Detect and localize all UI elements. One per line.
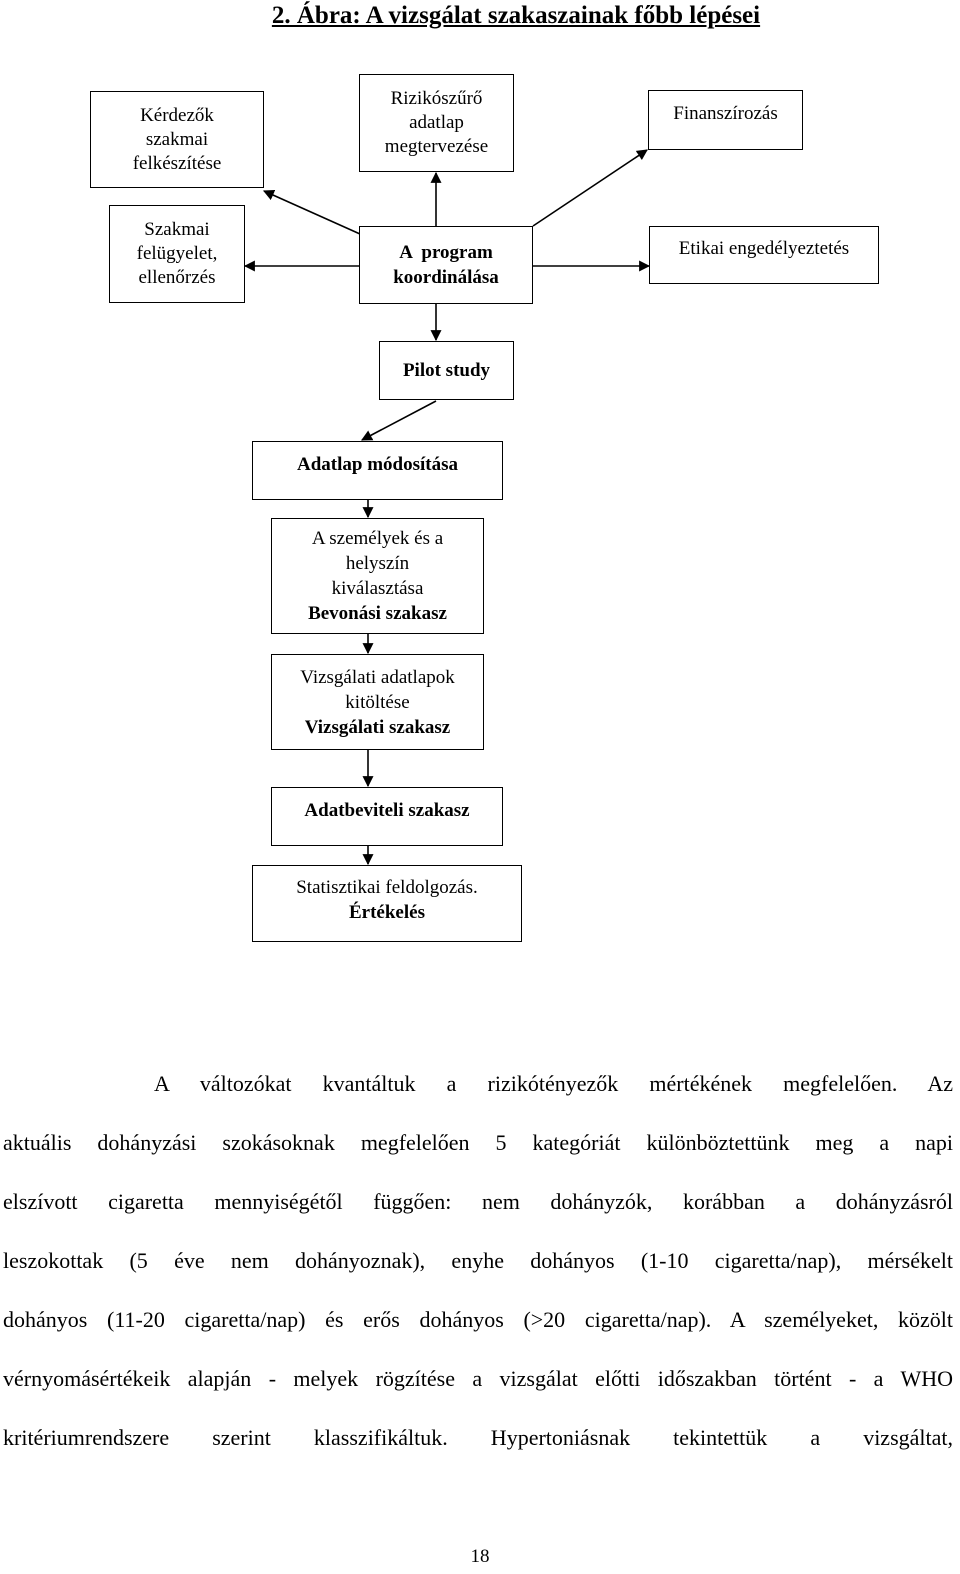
box-line: Értékelés [349,902,425,923]
paragraph-line: dohányos (11-20 cigaretta/nap) és erős d… [3,1307,953,1332]
box-line: Bevonási szakasz [308,603,447,624]
paragraph-line: elszívott cigaretta mennyiségétől függőe… [3,1189,953,1214]
box-line: A személyek és a [311,528,444,549]
box-line: adatlap [409,112,464,133]
box-finanszirozas: Finanszírozás [648,90,803,150]
box-line: Rizikószűrő [390,88,483,109]
box-line: Statisztikai feldolgozás. [296,877,478,898]
box-line: Pilot study [402,360,491,381]
box-adatlap-modositasa: Adatlap módosítása [252,441,503,500]
paragraph-line: kritériumrendszere szerint klasszifikált… [3,1425,953,1450]
box-line: felügyelet, [136,243,218,264]
paragraph-line: leszokottak (5 éve nem dohányoznak), eny… [3,1248,953,1273]
box-program-koordinalasa: A program koordinálása [359,226,533,304]
paragraph-line: aktuális dohányzási szokásoknak megfelel… [3,1130,953,1155]
box-szakmai-felugyelet: Szakmai felügyelet, ellenőrzés [109,205,245,303]
box-vizsgalati-adatlapok: Vizsgálati adatlapok kitöltése Vizsgálat… [271,654,484,750]
box-line: Finanszírozás [673,103,778,124]
box-rizikoszuro-adatlap: Rizikószűrő adatlap megtervezése [359,74,514,172]
box-line: Adatbeviteli szakasz [304,800,470,821]
box-line: kitöltése [345,691,410,713]
box-line: Etikai engedélyeztetés [678,238,850,259]
box-line: Vizsgálati szakasz [304,716,451,738]
arrow-to-kerdezok [262,190,361,235]
box-line: koordinálása [393,267,499,288]
box-szemelyek-kivalasztasa: A személyek és a helyszín kiválasztása B… [271,518,484,634]
box-line: helyszín [345,553,410,574]
box-etikai-engedelyeztetes: Etikai engedélyeztetés [649,226,879,284]
paragraph-line: vérnyomásértékeik alapján - melyek rögzí… [3,1366,953,1391]
box-line: Kérdezők [140,104,214,126]
arrow-to-finanszirozas [532,149,648,227]
box-line: A program [399,242,493,263]
box-statisztikai-feldolgozas: Statisztikai feldolgozás. Értékelés [252,865,522,942]
page-number: 18 [470,1546,490,1567]
body-paragraph: A változókat kvantáltuk a rizikótényezők… [3,1054,953,1467]
box-line: kiválasztása [331,578,424,599]
box-adatbeviteli-szakasz: Adatbeviteli szakasz [271,787,503,846]
box-line: felkészítése [132,152,222,174]
arrow-to-adatlap-modositasa [361,400,437,441]
box-line: megtervezése [384,136,489,157]
box-line: Vizsgálati adatlapok [300,666,455,688]
box-line: ellenőrzés [138,267,216,288]
box-kerdezok-felkeszitese: Kérdezők szakmai felkészítése [90,91,264,188]
box-pilot-study: Pilot study [379,341,514,400]
box-line: szakmai [145,128,209,150]
figure-title: 2. Ábra: A vizsgálat szakaszainak főbb l… [271,2,761,29]
box-line: Adatlap módosítása [297,454,458,475]
paragraph-line: A változókat kvantáltuk a rizikótényezők… [154,1071,953,1096]
box-line: Szakmai [144,219,210,240]
diagram-connectors [243,149,651,866]
